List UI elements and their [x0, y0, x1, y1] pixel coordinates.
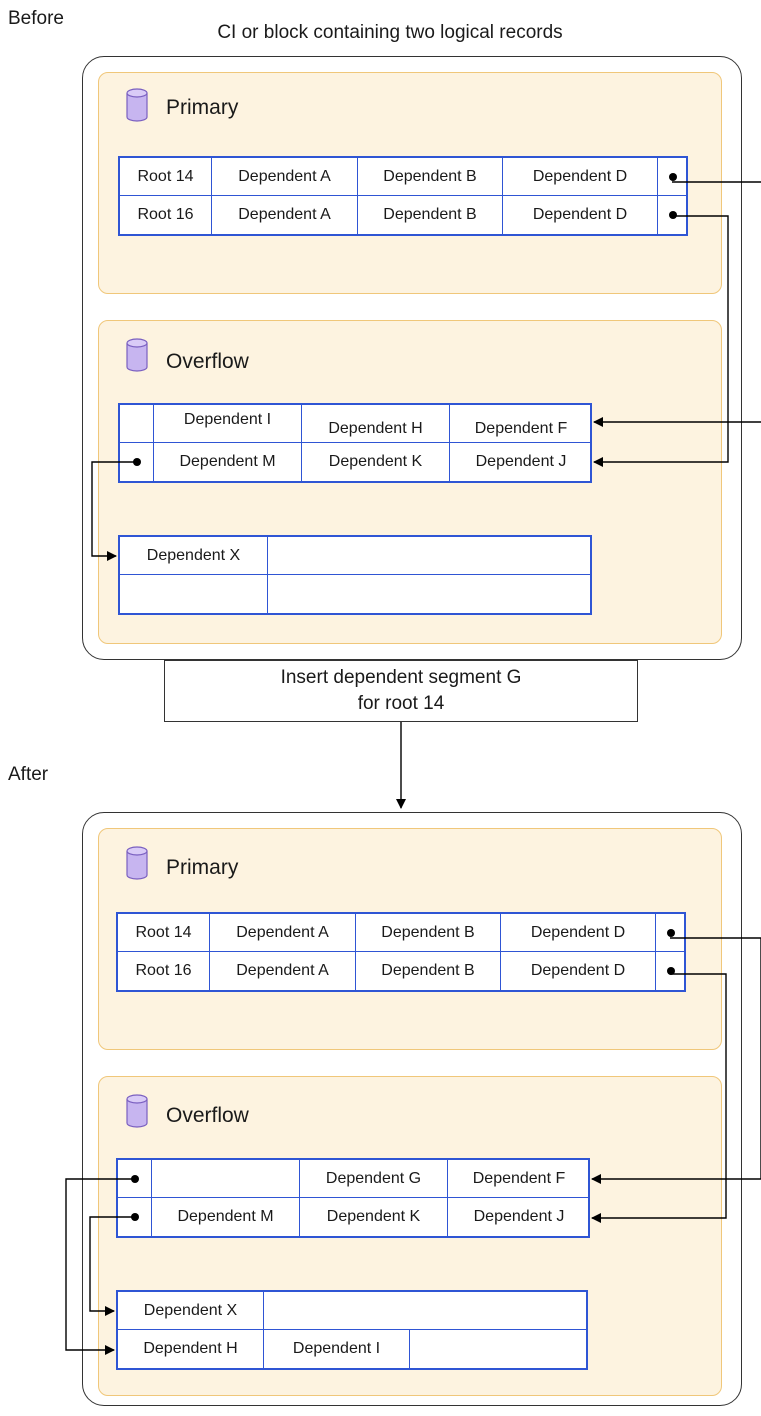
cell: Dependent D	[503, 196, 658, 234]
database-icon	[126, 338, 148, 372]
cell: Dependent M	[152, 1198, 300, 1236]
before-label: Before	[8, 8, 64, 29]
cell: Dependent D	[501, 952, 656, 990]
connector-line	[593, 215, 729, 467]
operation-line-1: Insert dependent segment G	[280, 667, 522, 688]
cell: Root 16	[120, 196, 212, 234]
cell: Dependent D	[501, 914, 656, 952]
cell: Dependent B	[356, 914, 501, 952]
before-primary-label: Primary	[166, 96, 239, 119]
database-icon	[126, 1094, 148, 1128]
pointer-dot	[120, 443, 154, 481]
database-icon	[126, 88, 148, 122]
cell: Dependent D	[503, 158, 658, 196]
connector-line	[591, 937, 761, 1184]
operation-line-2: for root 14	[357, 693, 445, 714]
cell	[264, 1292, 410, 1330]
after-overflow-table-2: Dependent X Dependent H Dependent I	[116, 1290, 588, 1370]
pointer-dot	[656, 952, 686, 990]
cell: Dependent H	[118, 1330, 264, 1368]
connector-line	[591, 973, 727, 1223]
connector-line	[91, 461, 134, 561]
cell: Dependent B	[358, 158, 503, 196]
after-label: After	[8, 764, 49, 785]
before-overflow-table: Dependent I Dependent H Dependent F Depe…	[118, 403, 592, 483]
before-primary-table: Root 14 Dependent A Dependent B Dependen…	[118, 156, 688, 236]
pointer-dot	[656, 914, 686, 952]
cell: Dependent J	[475, 453, 567, 470]
cell: Dependent I	[154, 405, 302, 443]
pointer-dot	[658, 158, 688, 196]
cell: Dependent A	[210, 952, 356, 990]
cell: Dependent F	[450, 405, 592, 443]
cell: Dependent K	[302, 443, 450, 481]
pointer-dot	[118, 1198, 152, 1236]
connector-line	[65, 1178, 132, 1355]
operation-box: Insert dependent segment G for root 14	[164, 660, 638, 722]
database-icon	[126, 846, 148, 880]
after-primary-label: Primary	[166, 856, 239, 879]
cell: Dependent A	[212, 158, 358, 196]
cell: Dependent F	[448, 1160, 590, 1198]
cell: Dependent I	[264, 1330, 410, 1368]
cell: Root 14	[120, 158, 212, 196]
before-overflow-label: Overflow	[166, 350, 249, 373]
pointer-dot	[658, 196, 688, 234]
cell: Dependent K	[300, 1198, 448, 1236]
cell: Dependent J	[473, 1208, 565, 1225]
cell: Dependent B	[356, 952, 501, 990]
cell: Dependent B	[358, 196, 503, 234]
cell: Dependent G	[300, 1160, 448, 1198]
cell	[152, 1160, 300, 1198]
before-overflow-table-2: Dependent X	[118, 535, 592, 615]
cell: Dependent H	[302, 405, 450, 443]
cell: Dependent X	[118, 1292, 264, 1330]
cell: Root 16	[118, 952, 210, 990]
pointer-dot	[118, 1160, 152, 1198]
cell	[120, 575, 268, 613]
after-primary-table: Root 14 Dependent A Dependent B Dependen…	[116, 912, 686, 992]
after-overflow-table: Dependent G Dependent F Dependent M Depe…	[116, 1158, 590, 1238]
block-title: CI or block containing two logical recor…	[217, 22, 563, 43]
cell: Dependent A	[212, 196, 358, 234]
cell: Dependent X	[120, 537, 268, 575]
after-overflow-label: Overflow	[166, 1104, 249, 1127]
cell	[410, 1292, 588, 1330]
cell: Root 14	[118, 914, 210, 952]
cell: Dependent A	[210, 914, 356, 952]
cell: Dependent M	[154, 443, 302, 481]
connector-line	[89, 1216, 132, 1316]
cell	[268, 537, 592, 575]
cell	[120, 405, 154, 443]
